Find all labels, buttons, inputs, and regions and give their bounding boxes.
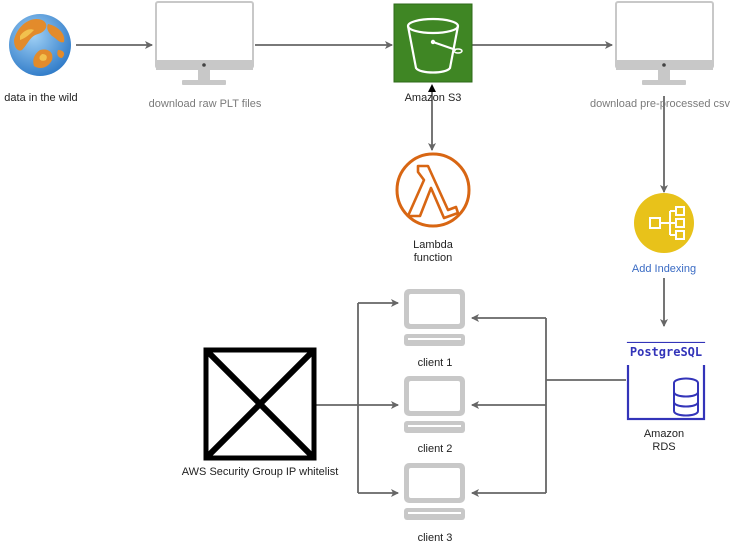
- monitor-icon-download-raw: [155, 1, 254, 85]
- hierarchy-icon: [634, 193, 694, 253]
- download-csv-label: download pre-processed csv: [589, 98, 731, 110]
- client-3-label: client 3: [417, 532, 453, 544]
- rds-label-line1: Amazon: [643, 428, 685, 440]
- monitor-icon-download-csv: [615, 1, 714, 85]
- client-1-label: client 1: [417, 357, 453, 369]
- client-2-label: client 2: [417, 443, 453, 455]
- broken-image-icon: [203, 347, 317, 461]
- lambda-label-line2: function: [413, 252, 453, 264]
- laptop-icon-client-1: [404, 289, 465, 346]
- rds-label-line2: RDS: [652, 441, 676, 453]
- lambda-icon: [395, 152, 471, 228]
- indexing-label: Add Indexing: [631, 263, 697, 275]
- laptop-icon-client-2: [404, 376, 465, 433]
- wild-label: data in the wild: [4, 92, 78, 104]
- postgresql-badge: PostgreSQL: [629, 345, 703, 359]
- s3-bucket-icon: [393, 3, 473, 83]
- laptop-icon-client-3: [404, 463, 465, 520]
- connectors: [76, 41, 668, 497]
- security-group-label: AWS Security Group IP whitelist: [181, 466, 339, 478]
- database-icon: [624, 341, 706, 421]
- lambda-label-line1: Lambda: [413, 239, 453, 251]
- download-raw-label: download raw PLT files: [148, 98, 262, 110]
- globe-icon: [9, 14, 71, 76]
- edge-s3-arrowhead: [428, 84, 436, 92]
- s3-label: Amazon S3: [404, 92, 462, 104]
